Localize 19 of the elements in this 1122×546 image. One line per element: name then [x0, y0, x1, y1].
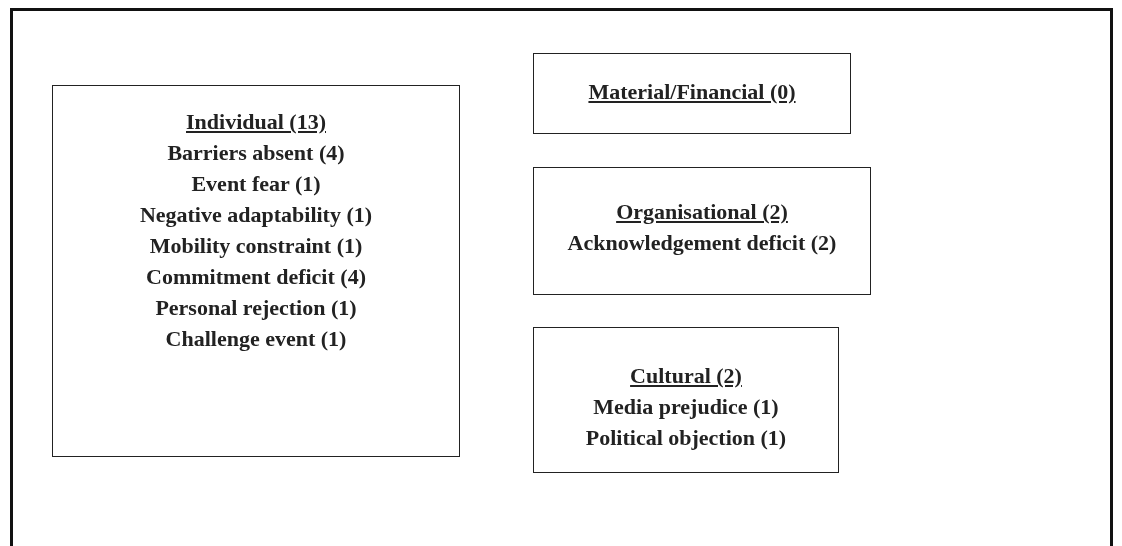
category-heading: Material/Financial (0) — [588, 78, 796, 106]
barrier-item: Barriers absent (4) — [167, 139, 345, 167]
category-box — [52, 85, 460, 457]
category-box — [533, 53, 851, 134]
barrier-item: Political objection (1) — [585, 424, 787, 452]
barrier-item: Negative adaptability (1) — [139, 201, 373, 229]
category-heading: Organisational (2) — [616, 198, 788, 226]
barrier-item: Commitment deficit (4) — [146, 263, 366, 291]
barrier-item: Media prejudice (1) — [593, 393, 779, 421]
barrier-item: Event fear (1) — [191, 170, 321, 198]
barrier-item: Personal rejection (1) — [155, 294, 357, 322]
frame-border — [10, 8, 1113, 546]
barrier-item: Acknowledgement deficit (2) — [567, 229, 837, 257]
category-box — [533, 327, 839, 473]
category-heading: Cultural (2) — [630, 362, 742, 390]
barrier-item: Mobility constraint (1) — [149, 232, 363, 260]
category-heading: Individual (13) — [186, 108, 326, 136]
barrier-item: Challenge event (1) — [165, 325, 347, 353]
category-box — [533, 167, 871, 295]
